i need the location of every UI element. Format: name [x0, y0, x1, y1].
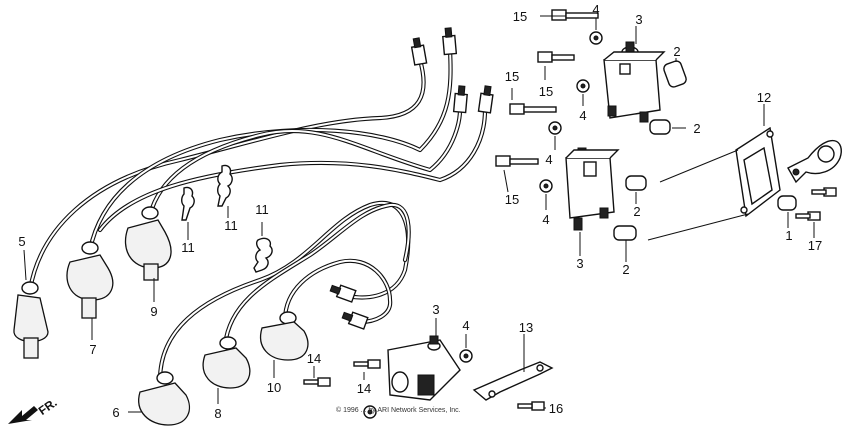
- wire-clamp: [181, 164, 273, 273]
- callout-17: 17: [808, 238, 822, 253]
- callout-4: 4: [462, 318, 469, 333]
- callout-numbers: 15 4 3 2 15 15 4 2 12 4 15 4 2 1 17 3 2 …: [18, 2, 822, 421]
- spark-plug-cap-7: [66, 241, 114, 319]
- callout-5: 5: [18, 234, 25, 249]
- spark-plug-cap-10: [260, 311, 309, 361]
- callout-14: 14: [307, 351, 321, 366]
- callout-15: 15: [505, 192, 519, 207]
- callout-15: 15: [513, 9, 527, 24]
- callout-7: 7: [89, 342, 96, 357]
- callout-3: 3: [576, 256, 583, 271]
- callout-12: 12: [757, 90, 771, 105]
- coil-mounting-plate: [647, 126, 781, 241]
- callout-1: 1: [785, 228, 792, 243]
- high-tension-wire-harness: [27, 47, 488, 383]
- callout-10: 10: [267, 380, 281, 395]
- callout-11: 11: [181, 240, 195, 255]
- callout-4: 4: [579, 108, 586, 123]
- callout-11: 11: [255, 202, 269, 217]
- spark-plug-cap-6: [138, 371, 191, 426]
- callout-11: 11: [224, 218, 238, 233]
- bracket-with-rubber-mount: [787, 139, 842, 184]
- callout-2: 2: [673, 44, 680, 59]
- callout-4: 4: [545, 152, 552, 167]
- ignition-coil-lower: [565, 147, 620, 231]
- callout-8: 8: [214, 406, 221, 421]
- callout-4: 4: [592, 2, 599, 17]
- callout-3: 3: [635, 12, 642, 27]
- spark-plug-cap-9: [124, 206, 172, 281]
- callout-16: 16: [549, 401, 563, 416]
- callout-6: 6: [112, 405, 119, 420]
- callout-9: 9: [150, 304, 157, 319]
- spark-plug-cap-5: [13, 281, 49, 359]
- ignition-coil-small: [387, 335, 461, 401]
- ignition-coil-upper: [603, 41, 666, 123]
- callout-15: 15: [539, 84, 553, 99]
- direction-label: FR.: [36, 395, 60, 418]
- callout-2: 2: [633, 204, 640, 219]
- coil-terminal-connectors: [329, 27, 494, 330]
- callout-14: 14: [357, 381, 371, 396]
- callout-15: 15: [505, 69, 519, 84]
- callout-2: 2: [693, 121, 700, 136]
- arrow-icon: [8, 406, 38, 424]
- callout-13: 13: [519, 320, 533, 335]
- leader-lines: [23, 15, 815, 413]
- callout-4: 4: [542, 212, 549, 227]
- spark-plug-cap-8: [202, 336, 251, 389]
- coil-stay-bracket: [472, 361, 554, 401]
- front-direction-arrow: FR.: [8, 395, 60, 424]
- copyright-notice: © 1996 ... by ARI Network Services, Inc.: [336, 406, 461, 414]
- callout-3: 3: [432, 302, 439, 317]
- callout-2: 2: [622, 262, 629, 277]
- coil-mounting-hardware: [303, 9, 837, 419]
